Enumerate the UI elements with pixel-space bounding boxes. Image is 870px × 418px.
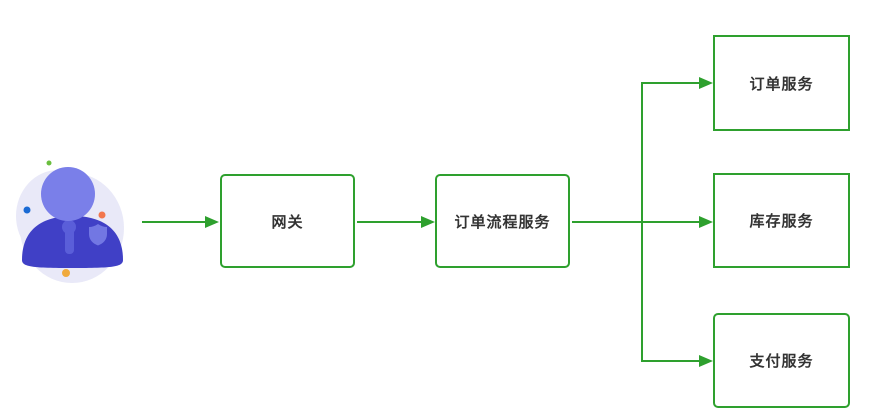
user-tie [65, 227, 74, 254]
node-gateway[interactable]: 网关 [220, 174, 355, 268]
connector-order-process-to-payment-service [641, 360, 699, 362]
connector-user-to-gateway [142, 221, 205, 223]
node-payment-service[interactable]: 支付服务 [713, 313, 850, 408]
arrowhead-icon [699, 216, 713, 228]
accent-dot-blue [23, 206, 31, 214]
arrowhead-icon [699, 77, 713, 89]
user-head [41, 167, 95, 221]
connector-order-process-to-order-service [641, 82, 699, 84]
connector-branch-vertical [641, 82, 643, 362]
arrowhead-icon [699, 355, 713, 367]
arrowhead-icon [205, 216, 219, 228]
node-order-service-label: 订单服务 [749, 75, 814, 93]
accent-dot-orange [98, 211, 106, 219]
connector-order-process-to-inventory-service [572, 221, 699, 223]
accent-dot-yellow [62, 269, 70, 277]
node-inventory-service-label: 库存服务 [749, 213, 814, 230]
arrowhead-icon [421, 216, 435, 228]
node-order-service[interactable]: 订单服务 [713, 35, 850, 131]
node-order-process-service[interactable]: 订单流程服务 [435, 174, 570, 268]
user-person-icon[interactable] [8, 148, 140, 296]
node-payment-service-label: 支付服务 [749, 353, 814, 370]
accent-dot-green [46, 160, 52, 166]
connector-gateway-to-order-process [357, 221, 421, 223]
node-gateway-label: 网关 [271, 213, 304, 231]
node-order-process-label: 订单流程服务 [454, 213, 551, 231]
node-inventory-service[interactable]: 库存服务 [713, 173, 850, 268]
user-badge-shield [89, 224, 107, 246]
